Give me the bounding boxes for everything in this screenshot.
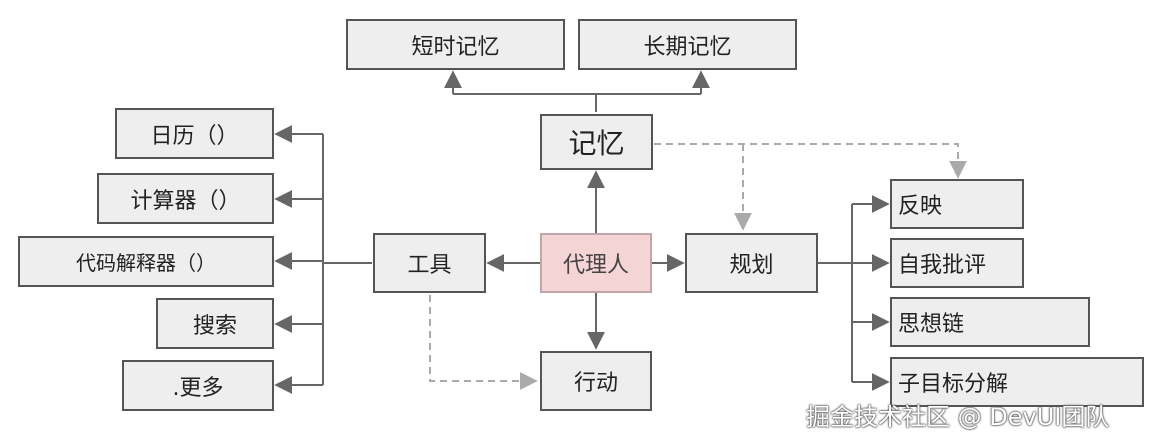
subgoal-decomposition-box: 子目标分解: [890, 357, 1144, 407]
dashed-tools-to-action: [429, 295, 538, 390]
chain-of-thought-box: 思想链: [890, 297, 1090, 347]
memory-box: 记忆: [540, 114, 653, 170]
dashed-memory-to-reflection: [654, 143, 967, 179]
watermark-text: 掘金技术社区 @ DevUI团队: [806, 403, 1110, 431]
tools-bus-line: [322, 134, 372, 385]
code-interpreter-box: 代码解释器（）: [18, 236, 274, 287]
agent-box: 代理人: [540, 233, 652, 293]
calendar-box: 日历（）: [115, 108, 274, 159]
planning-bus-line: [818, 204, 853, 382]
memory-to-stores-line: [453, 93, 701, 112]
tools-box: 工具: [373, 233, 486, 293]
calculator-box: 计算器（）: [97, 173, 274, 224]
more-box: .更多: [122, 360, 274, 411]
self-critique-box: 自我批评: [890, 238, 1024, 288]
planning-box: 规划: [685, 233, 818, 293]
short-term-memory-box: 短时记忆: [346, 19, 565, 70]
action-box: 行动: [540, 351, 652, 411]
search-box: 搜索: [156, 298, 274, 349]
long-term-memory-box: 长期记忆: [578, 19, 797, 70]
reflection-box: 反映: [890, 179, 1024, 229]
